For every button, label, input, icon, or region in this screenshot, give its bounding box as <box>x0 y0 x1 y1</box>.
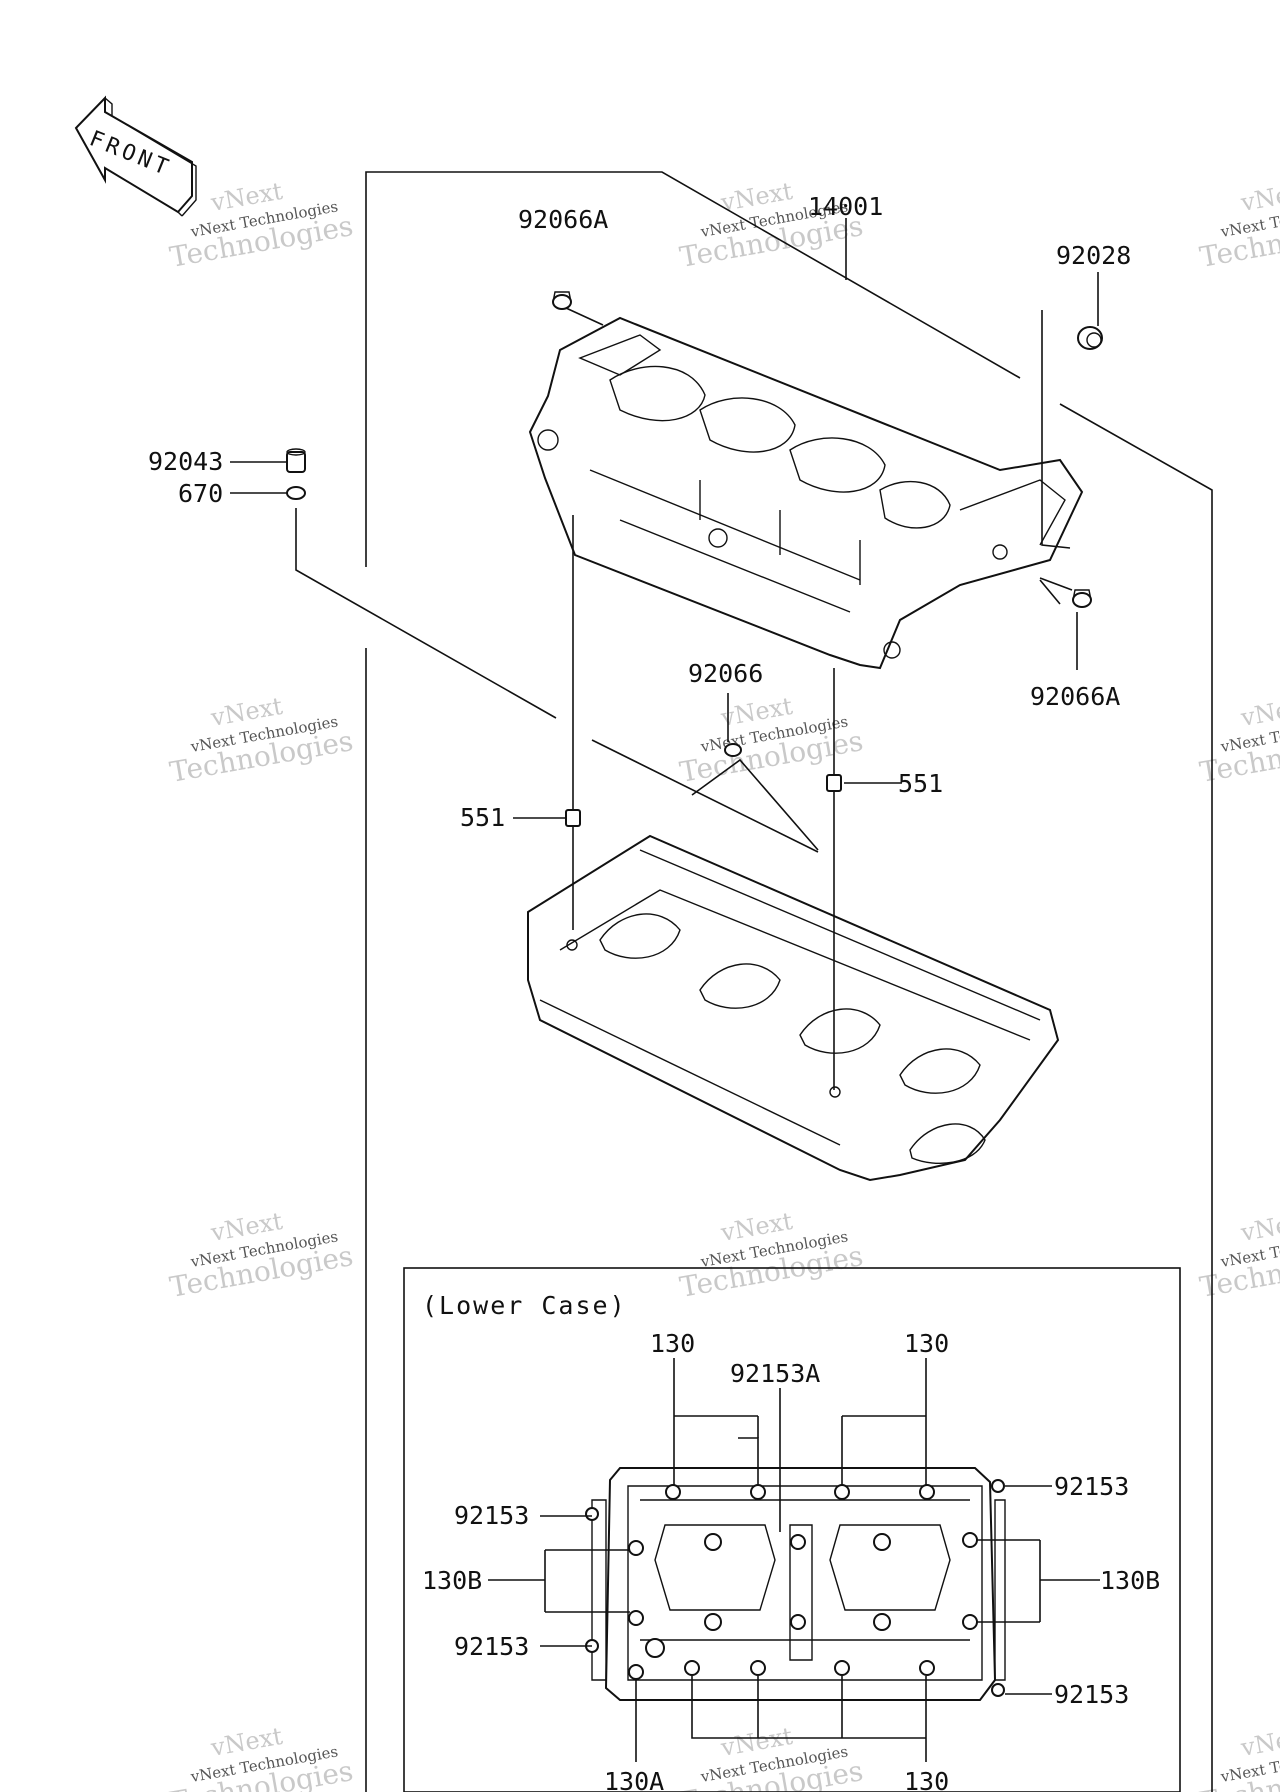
svg-text:vNext: vNext <box>1238 177 1280 217</box>
leader-lines <box>230 218 1099 1090</box>
watermark: vNext vNext Technologies Technologies <box>677 1207 865 1304</box>
callout-92066A-right: 92066A <box>1030 682 1120 711</box>
callout-92066A-top: 92066A <box>518 205 608 234</box>
callout-92153-right-top: 92153 <box>1054 1472 1129 1501</box>
watermark: vNext vNext Technologies Technologies <box>1197 177 1280 274</box>
inset-leader-lines <box>488 1358 1100 1762</box>
callout-670: 670 <box>178 479 223 508</box>
lower-crankcase <box>527 834 1060 1182</box>
callout-92066: 92066 <box>688 659 763 688</box>
upper-crankcase <box>528 316 1084 670</box>
lower-case-title: (Lower Case) <box>422 1291 627 1320</box>
callout-551-left: 551 <box>460 803 505 832</box>
plug-92066A-top <box>552 291 572 310</box>
callout-130B-right: 130B <box>1100 1566 1160 1595</box>
callout-130-top-right: 130 <box>904 1329 949 1358</box>
lower-case-bottom-view <box>585 1467 1006 1701</box>
svg-text:vNext: vNext <box>1238 692 1280 732</box>
callout-labels: 14001 92066A 92028 92043 670 92066A 9206… <box>148 192 1160 1792</box>
callout-92043: 92043 <box>148 447 223 476</box>
plug-92066A-right <box>1072 589 1092 608</box>
bushing-92028 <box>1077 326 1103 350</box>
callout-92028: 92028 <box>1056 241 1131 270</box>
oring-670 <box>286 486 306 500</box>
watermark: vNext vNext Technologies Technologies <box>677 1722 865 1792</box>
watermark: vNext vNext Technologies Technologies <box>677 692 865 789</box>
watermark: vNext vNext Technologies Technologies <box>1197 1722 1280 1792</box>
callout-130B-left: 130B <box>422 1566 482 1595</box>
watermark: vNext vNext Technologies Technologies <box>167 1722 355 1792</box>
callout-551-right: 551 <box>898 769 943 798</box>
callout-92153-left-top: 92153 <box>454 1501 529 1530</box>
callout-92153A: 92153A <box>730 1359 820 1388</box>
watermark: vNext vNext Technologies Technologies <box>1197 1207 1280 1304</box>
callout-14001: 14001 <box>808 192 883 221</box>
lower-case-inset: (Lower Case) <box>403 1267 1181 1792</box>
small-parts <box>286 291 1103 827</box>
plug-92066 <box>724 743 742 757</box>
front-arrow-icon: FRONT <box>74 95 197 217</box>
callout-130-bottom: 130 <box>904 1767 949 1792</box>
callout-92153-left-bottom: 92153 <box>454 1632 529 1661</box>
svg-text:vNext: vNext <box>1238 1722 1280 1762</box>
dowel-551-right <box>826 774 842 792</box>
watermark: vNext vNext Technologies Technologies <box>1197 692 1280 789</box>
pin-92043 <box>286 448 306 473</box>
callout-130A: 130A <box>604 1767 664 1792</box>
callout-92153-right-bottom: 92153 <box>1054 1680 1129 1709</box>
callout-130-top-left: 130 <box>650 1329 695 1358</box>
dowel-551-left <box>565 809 581 827</box>
watermark: vNext vNext Technologies Technologies <box>167 1207 355 1304</box>
watermark: vNext vNext Technologies Technologies <box>677 177 865 274</box>
watermark: vNext vNext Technologies Technologies <box>167 692 355 789</box>
assembly-frame <box>365 171 1213 1792</box>
svg-text:vNext: vNext <box>1238 1207 1280 1247</box>
